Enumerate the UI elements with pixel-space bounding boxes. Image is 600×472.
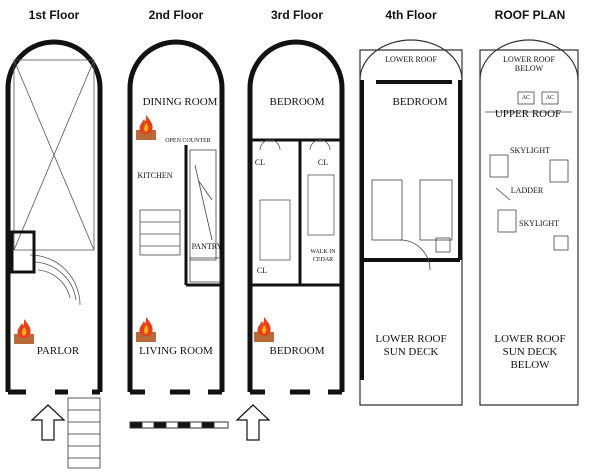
roof-deck-label-3: BELOW (510, 359, 550, 371)
first-floor-outline (5, 39, 103, 392)
sun-deck-label-1: LOWER ROOF (375, 333, 447, 345)
ladder-label: LADDER (510, 186, 544, 195)
upper-roof-label: UPPER ROOF (494, 108, 562, 120)
fireplace-icon (136, 317, 156, 342)
pantry-label: PANTRY (191, 242, 223, 251)
kitchen-label: KITCHEN (137, 171, 173, 180)
second-floor-title: 2nd Floor (148, 8, 204, 22)
closet-label-2: CL (317, 158, 329, 167)
roof-outline (479, 49, 579, 406)
living-room-label: LIVING ROOM (139, 345, 213, 357)
sun-deck-label-2: SUN DECK (383, 346, 439, 358)
ac-label-1: AC (521, 95, 531, 101)
fireplace-icon (14, 319, 34, 344)
bedroom-top-label: BEDROOM (269, 96, 325, 108)
closet-label-3: CL (256, 266, 268, 275)
entry-arrow-left (30, 404, 66, 441)
lower-roof-label: LOWER ROOF (385, 55, 437, 64)
lower-roof-below-label-2: BELOW (514, 64, 544, 73)
roof-deck-label-1: LOWER ROOF (494, 333, 566, 345)
roof-deck-label-2: SUN DECK (502, 346, 558, 358)
dining-room-label: DINING ROOM (142, 96, 218, 108)
lower-roof-below-label-1: LOWER ROOF (503, 55, 555, 64)
skylight-label-1: SKYLIGHT (510, 146, 550, 155)
first-floor-title: 1st Floor (28, 8, 80, 22)
third-floor-title: 3rd Floor (270, 8, 324, 22)
entry-arrow-right (235, 404, 271, 441)
closet-label-1: CL (254, 158, 266, 167)
open-counter-label: OPEN COUNTER (165, 138, 211, 144)
roof-plan-title: ROOF PLAN (494, 8, 566, 22)
fireplace-icon (136, 115, 156, 140)
third-floor-outline (247, 39, 345, 392)
parlor-label: PARLOR (36, 345, 80, 357)
cedar-label: CEDAR (312, 257, 334, 263)
fourth-floor-title: 4th Floor (385, 8, 437, 22)
walk-in-label: WALK IN (310, 249, 336, 255)
skylight-label-2: SKYLIGHT (519, 219, 559, 228)
fireplace-icon (254, 317, 274, 342)
fourth-bedroom-label: BEDROOM (392, 96, 448, 108)
ac-label-2: AC (545, 95, 555, 101)
second-floor-outline (127, 39, 225, 392)
bedroom-bottom-label: BEDROOM (269, 345, 325, 357)
